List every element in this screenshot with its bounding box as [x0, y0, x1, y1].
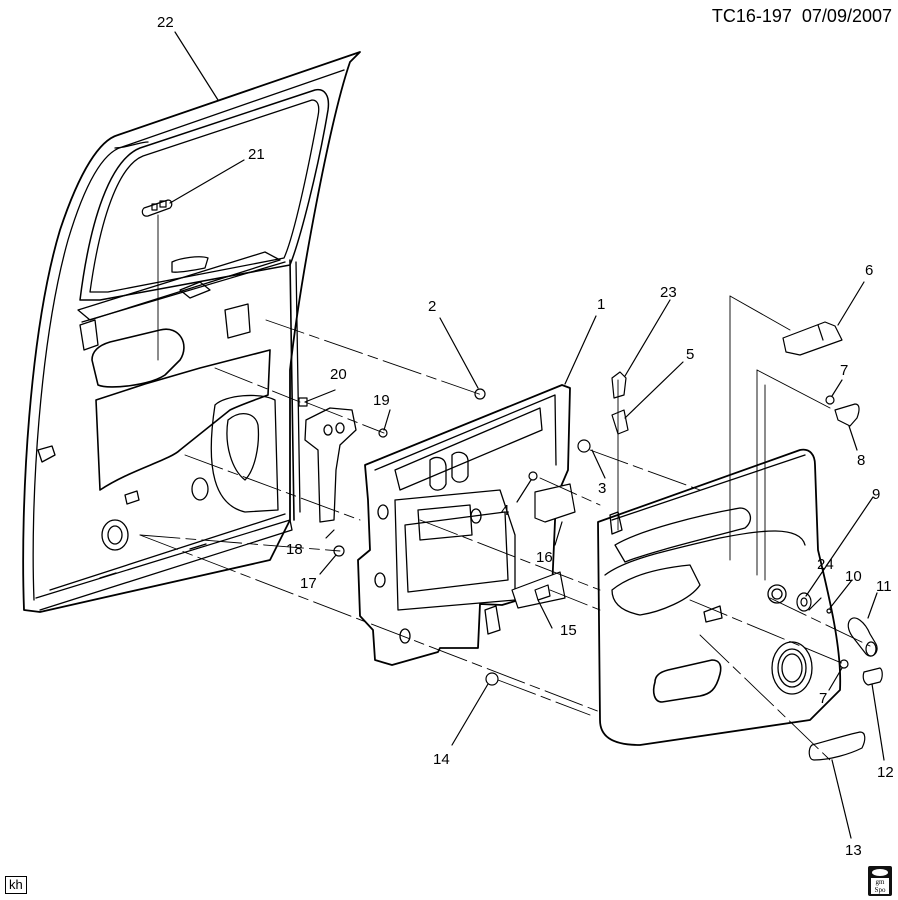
callout-15: 15: [560, 622, 577, 639]
callout-13: 13: [845, 842, 862, 859]
bracket-lines: [158, 215, 830, 580]
callout-4: 4: [501, 502, 510, 519]
callout-12: 12: [877, 764, 894, 781]
callout-14: 14: [433, 751, 450, 768]
callout-21: 21: [248, 146, 265, 163]
callout-10: 10: [845, 568, 862, 585]
callout-6: 6: [865, 262, 874, 279]
callout-18: 18: [286, 541, 303, 558]
callout-5: 5: [686, 346, 695, 363]
logo-line2: Spo: [874, 886, 886, 894]
alignment-lines: [140, 320, 870, 760]
callout-23: 23: [660, 284, 677, 301]
callout-19: 19: [373, 392, 390, 409]
illustration-date: 07/09/2007: [801, 6, 892, 26]
callout-8: 8: [857, 452, 866, 469]
author-badge: kh: [5, 876, 27, 894]
logo-line1: gm: [875, 878, 885, 886]
logo-oval: [872, 869, 888, 876]
trim-panel-carrier-part: [358, 385, 570, 665]
illustration-code: TC16-197: [711, 6, 792, 26]
callout-7-upper: 7: [840, 362, 849, 379]
logo-text: gm Spo: [871, 878, 889, 894]
callout-3: 3: [598, 480, 607, 497]
callout-1: 1: [597, 296, 606, 313]
illustration-header: TC16-197 07/09/2007: [712, 6, 892, 27]
gm-spo-logo-icon: gm Spo: [868, 866, 892, 896]
callout-16: 16: [536, 549, 553, 566]
callout-24: 24: [817, 556, 834, 573]
reinforcement-part: [305, 408, 356, 522]
callout-11: 11: [876, 578, 892, 595]
callout-9: 9: [872, 486, 881, 503]
callout-2: 2: [428, 298, 437, 315]
callout-22: 22: [157, 14, 174, 31]
leader-lines: [170, 32, 884, 838]
callout-20: 20: [330, 366, 347, 383]
window-switch-part: [142, 200, 171, 216]
callout-7-lower: 7: [819, 690, 828, 707]
door-assembly: [23, 52, 360, 612]
callout-17: 17: [300, 575, 317, 592]
